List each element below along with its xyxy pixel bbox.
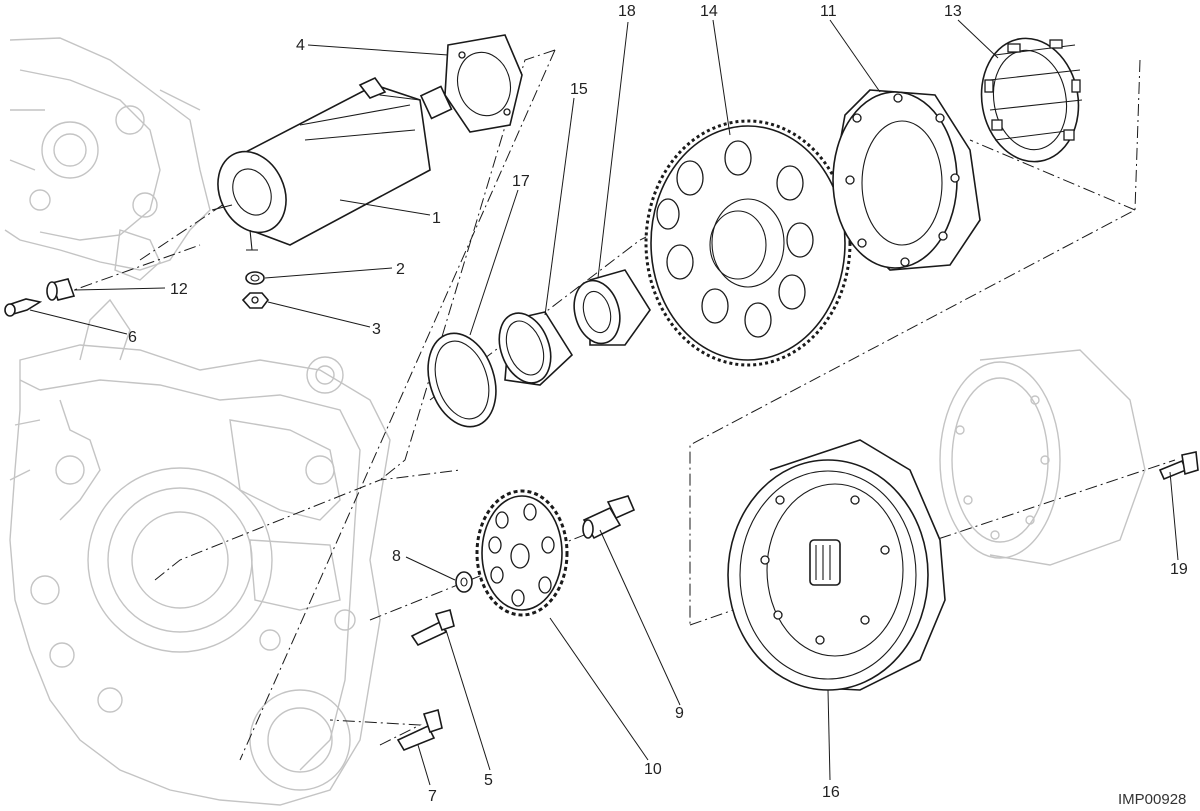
callout-9: 9 — [675, 705, 684, 722]
leader-lines — [29, 19, 1179, 786]
freewheel-housing — [832, 89, 981, 271]
thrust-washer — [427, 332, 497, 428]
bushing-ring — [498, 311, 574, 386]
callout-15: 15 — [570, 81, 588, 98]
callout-1: 1 — [432, 210, 441, 227]
callout-13: 13 — [944, 3, 962, 20]
callout-10: 10 — [644, 761, 662, 778]
starter-motor — [211, 76, 453, 251]
callout-12: 12 — [170, 281, 188, 298]
spacer-and-screw — [4, 278, 76, 317]
freewheel-clutch — [980, 37, 1083, 163]
screws — [396, 609, 455, 751]
sleeve-bushing — [573, 269, 651, 346]
callout-16: 16 — [822, 784, 840, 801]
flywheel-rotor — [727, 439, 946, 691]
gasket — [444, 34, 523, 133]
callout-19: 19 — [1170, 561, 1188, 578]
small-washer — [455, 571, 473, 593]
callout-labels: 1 2 3 4 5 6 7 8 9 10 11 12 13 14 15 16 1… — [128, 3, 1188, 805]
rotor-bolt — [1158, 451, 1199, 481]
callout-8: 8 — [392, 548, 401, 565]
callout-6: 6 — [128, 329, 137, 346]
drawing-code: IMP00928 — [1118, 791, 1186, 808]
washer-nut — [241, 271, 270, 309]
idler-gear — [475, 489, 569, 617]
stator-ghost — [939, 349, 1146, 566]
callout-3: 3 — [372, 321, 381, 338]
assembly-axes — [59, 49, 1176, 761]
callout-17: 17 — [512, 173, 530, 190]
gear-shaft — [582, 495, 636, 540]
callout-2: 2 — [396, 261, 405, 278]
callout-11: 11 — [820, 3, 837, 20]
callout-7: 7 — [428, 788, 437, 805]
callout-14: 14 — [700, 3, 718, 20]
crankcase-ghost — [4, 37, 391, 806]
callout-5: 5 — [484, 772, 493, 789]
callout-18: 18 — [618, 3, 636, 20]
starter-gear — [644, 119, 852, 367]
callout-4: 4 — [296, 37, 305, 54]
